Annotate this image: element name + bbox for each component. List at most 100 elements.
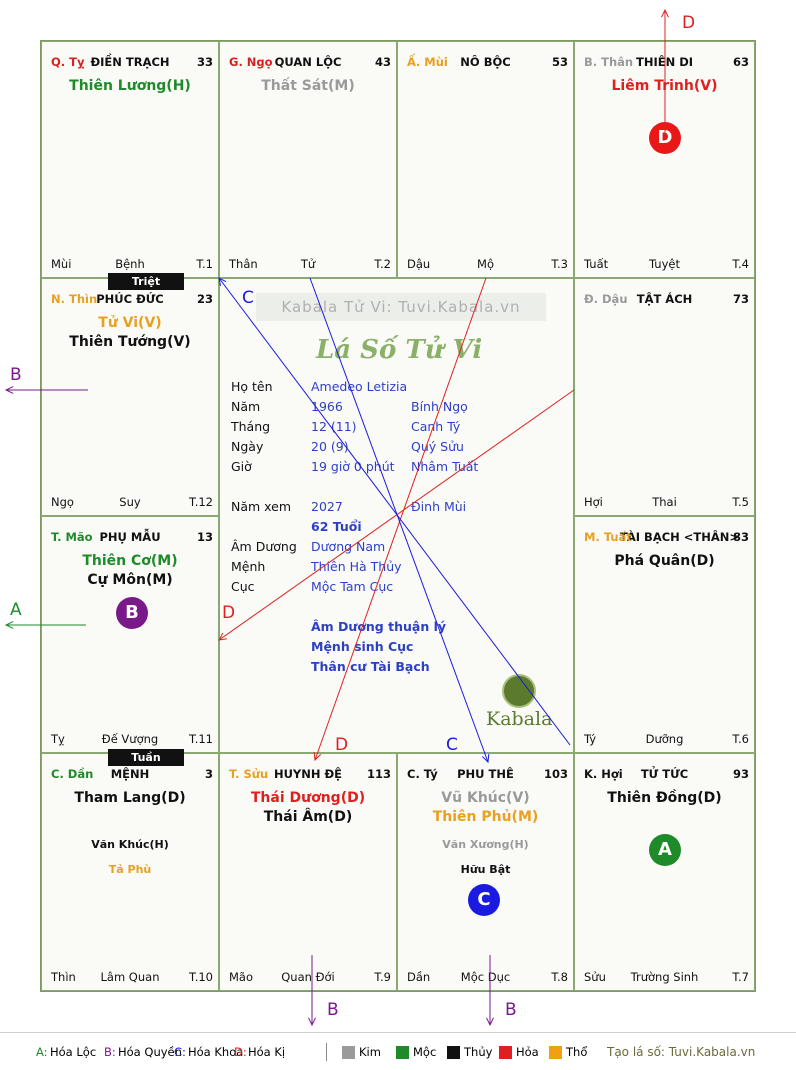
minor-star: Văn Xương(H) — [442, 838, 529, 851]
arrow-label-d-bottom: D — [335, 735, 348, 755]
life-stage: Lâm Quan — [100, 970, 160, 984]
heavenly-stem: B. Thân — [584, 55, 634, 69]
hoa-loc-arrow-mao-head — [4, 621, 14, 629]
major-period-age: 83 — [732, 530, 749, 544]
month-marker: T.8 — [551, 970, 568, 984]
major-period-age: 23 — [196, 292, 213, 306]
month-marker: T.5 — [732, 495, 749, 509]
palace-name: TỬ TỨC — [640, 767, 689, 781]
major-period-age: 3 — [204, 767, 213, 781]
earthly-branch: Dần — [407, 970, 431, 984]
main-star: Cự Môn(M) — [87, 572, 173, 588]
hoa-ki-arrow-tuat — [218, 389, 575, 641]
life-stage: Đế Vượng — [101, 732, 159, 746]
b-transform-circle: B — [116, 597, 148, 629]
chart-note: Mệnh sinh Cục — [311, 639, 414, 654]
month-marker: T.1 — [196, 257, 213, 271]
major-period-age: 43 — [374, 55, 391, 69]
month-marker: T.2 — [374, 257, 391, 271]
arrow-label-b-bottom-1: B — [327, 1000, 339, 1020]
transform-name: Hóa Khoa — [188, 1045, 244, 1059]
palace-name: TÀI BẠCH <THÂN> — [619, 530, 740, 544]
info-value: 2027 — [311, 499, 343, 514]
arrow-label-b-left: B — [10, 365, 22, 385]
chart-note: Âm Dương thuận lý — [311, 619, 447, 634]
transform-name: Hóa Quyền — [118, 1045, 182, 1059]
major-period-age: 103 — [543, 767, 568, 781]
main-star: Thiên Lương(H) — [69, 78, 191, 94]
chart-note: Thân cư Tài Bạch — [311, 659, 430, 674]
info-label: Năm — [231, 399, 261, 414]
info-label: Âm Dương — [231, 539, 297, 554]
element-name: Mộc — [413, 1045, 437, 1059]
life-stage: Trường Sinh — [630, 970, 699, 984]
tuan-tag: Tuần — [108, 749, 184, 766]
heavenly-stem: Ấ. Mùi — [407, 55, 448, 69]
major-period-age: 33 — [196, 55, 213, 69]
kabala-logo: Kabala — [486, 674, 552, 730]
transform-name: Hóa Lộc — [50, 1045, 97, 1059]
main-star: Thái Dương(D) — [250, 790, 366, 806]
major-period-age: 93 — [732, 767, 749, 781]
main-star: Thiên Phủ(M) — [432, 809, 539, 825]
month-marker: T.10 — [189, 970, 213, 984]
heavenly-stem: T. Sửu — [229, 767, 269, 781]
info-value: Mộc Tam Cục — [311, 579, 394, 594]
heavenly-stem: C. Tý — [407, 767, 438, 781]
a-transform-circle: A — [649, 834, 681, 866]
earthly-branch: Tuất — [584, 257, 609, 271]
hoa-quyen-arrow-thin-head — [4, 386, 14, 394]
element-name: Hỏa — [516, 1045, 539, 1059]
palace-name: NÔ BỘC — [460, 55, 511, 69]
month-marker: T.4 — [732, 257, 749, 271]
footer-divider — [326, 1043, 327, 1061]
arrow-label-c-bottom: C — [446, 735, 458, 755]
arrow-label-d-center: D — [222, 603, 235, 623]
life-stage: Thai — [652, 495, 677, 509]
earthly-branch: Ngọ — [51, 495, 74, 509]
tree-icon — [502, 674, 537, 708]
hoa-quyen-arrow-dan-head — [486, 1017, 494, 1027]
main-star: Thái Âm(D) — [263, 809, 353, 825]
transform-key: C: — [174, 1045, 186, 1059]
info-extra: Nhâm Tuất — [411, 459, 479, 474]
info-extra: Quý Sửu — [411, 439, 464, 454]
palace-name: MỆNH — [110, 767, 150, 781]
month-marker: T.9 — [374, 970, 391, 984]
info-value: 19 giờ 0 phút — [311, 459, 395, 474]
transform-key: D: — [234, 1045, 247, 1059]
site-credit: Tạo lá số: Tuvi.Kabala.vn — [607, 1045, 756, 1059]
hoa-ki-arrow-than-head — [661, 8, 669, 18]
major-period-age: 53 — [551, 55, 568, 69]
chart-title: Lá Số Tử Vi — [316, 335, 483, 365]
main-star: Thiên Đồng(D) — [607, 790, 722, 806]
heavenly-stem: N. Thìn — [51, 292, 98, 306]
earthly-branch: Mùi — [51, 257, 72, 271]
info-extra: Canh Tý — [411, 419, 461, 434]
major-period-age: 113 — [366, 767, 391, 781]
info-value: 20 (9) — [311, 439, 349, 454]
info-value: Dương Nam — [311, 539, 386, 554]
info-label: Giờ — [231, 459, 252, 474]
info-label: Tháng — [231, 419, 271, 434]
arrow-label-a-left: A — [10, 600, 22, 620]
c-transform-circle: C — [468, 884, 500, 916]
earthly-branch: Tỵ — [51, 732, 65, 746]
main-star: Tử Vi(V) — [98, 315, 162, 331]
earthly-branch: Hợi — [584, 495, 603, 509]
earthly-branch: Thìn — [51, 970, 76, 984]
palace-name: TẬT ÁCH — [636, 292, 693, 306]
life-stage: Dưỡng — [645, 732, 684, 746]
heavenly-stem: C. Dần — [51, 767, 94, 781]
hoa-khoa-arrow-tyy — [309, 277, 489, 763]
